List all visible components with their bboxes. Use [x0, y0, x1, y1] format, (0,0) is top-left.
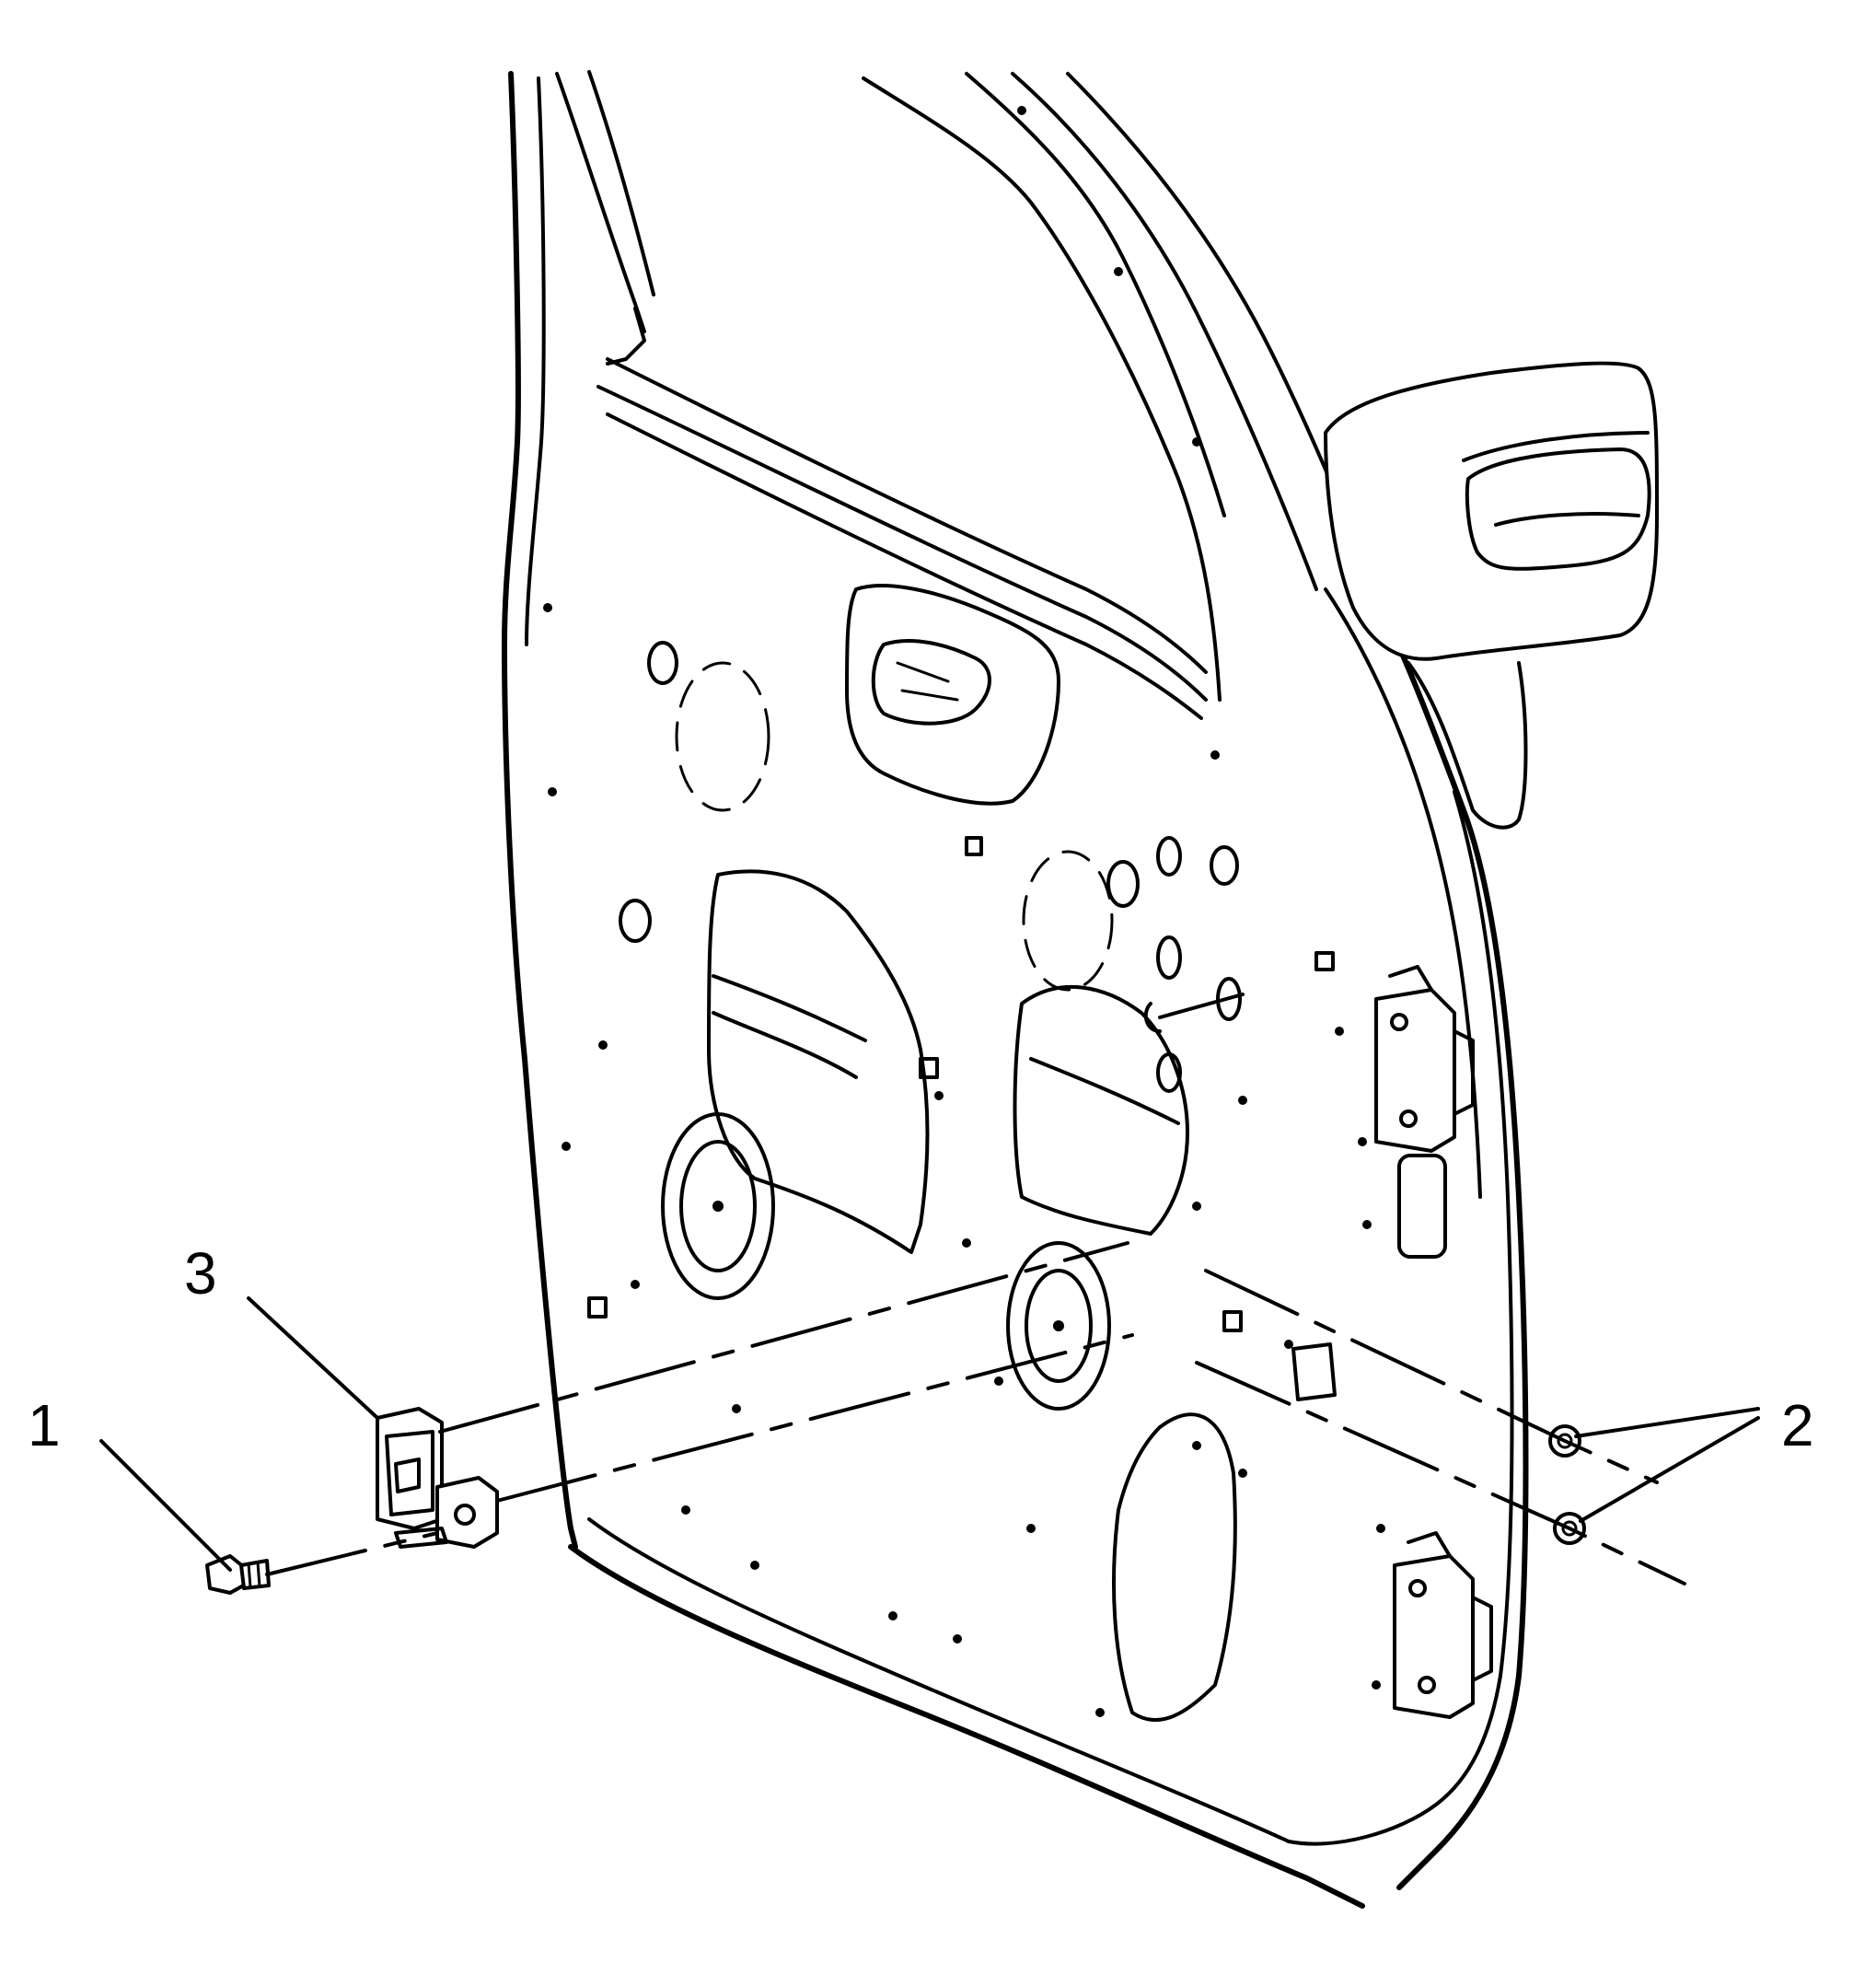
alignment-lines — [265, 1241, 1686, 1586]
door-panel — [502, 70, 1659, 1909]
callout-1: 1 — [28, 1392, 61, 1458]
inner-panel-details — [543, 106, 1447, 1723]
body-side-hinge-lower — [1393, 1531, 1493, 1719]
callout-3: 3 — [184, 1240, 217, 1307]
panel-dots — [543, 106, 1385, 1717]
hinge-bolt-part — [205, 1554, 271, 1595]
callout-2: 2 — [1781, 1392, 1814, 1458]
callout-leaders — [99, 1296, 1760, 1572]
door-hinge-part — [376, 1407, 499, 1549]
body-side-hinge-upper — [1374, 965, 1475, 1153]
